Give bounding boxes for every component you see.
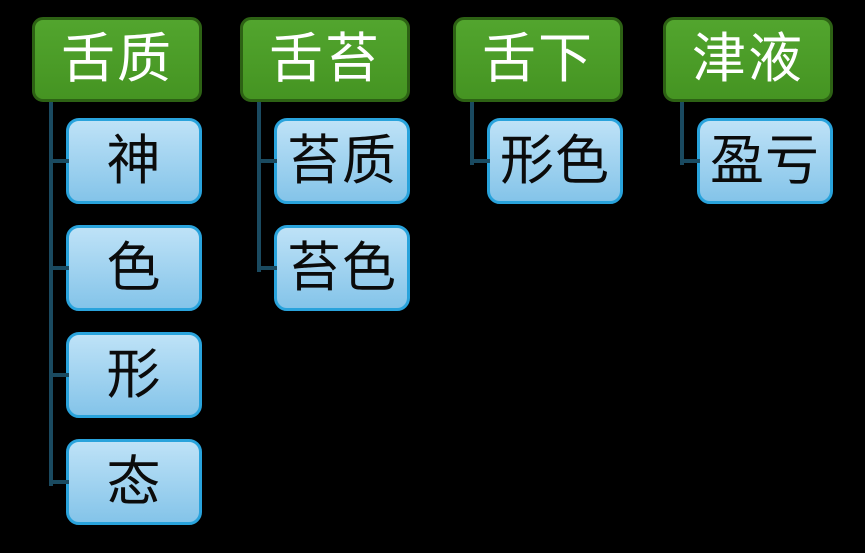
child-node-spirit: 神	[53, 118, 202, 204]
branch-sublingual: 舌下 形色	[453, 17, 623, 547]
branch-tongue-coating: 舌苔 苔质 苔色	[240, 17, 410, 547]
child-node-state: 态	[53, 439, 202, 525]
branch-body-fluids: 津液 盈亏	[663, 17, 833, 547]
header-node-tongue-body: 舌质	[32, 17, 202, 102]
connector-line	[49, 102, 53, 486]
header-node-body-fluids: 津液	[663, 17, 833, 102]
connector-line	[680, 102, 684, 165]
child-node-shape-color: 形色	[474, 118, 623, 204]
child-node-abundance-deficiency: 盈亏	[684, 118, 833, 204]
header-node-sublingual: 舌下	[453, 17, 623, 102]
child-node-coating-quality: 苔质	[261, 118, 410, 204]
branch-tongue-body: 舌质 神 色 形 态	[32, 17, 202, 547]
child-node-shape: 形	[53, 332, 202, 418]
header-node-tongue-coating: 舌苔	[240, 17, 410, 102]
child-node-coating-color: 苔色	[261, 225, 410, 311]
connector-line	[470, 102, 474, 165]
child-node-color: 色	[53, 225, 202, 311]
connector-line	[257, 102, 261, 272]
